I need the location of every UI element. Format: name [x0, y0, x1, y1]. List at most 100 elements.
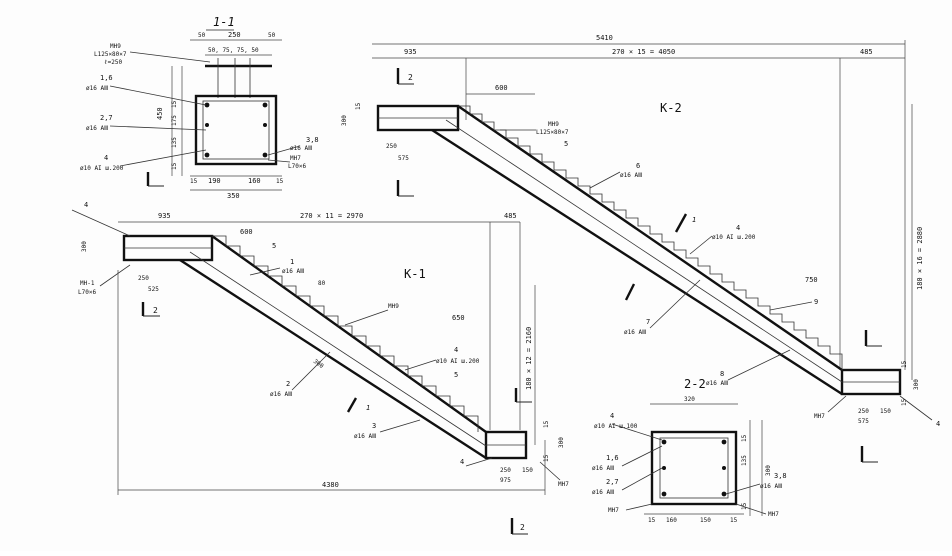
label-4-desc: ø10 AI ш.200	[80, 165, 124, 172]
k2-dim-5: 250	[858, 408, 869, 415]
label-4-num: 4	[104, 154, 108, 162]
s22-label-0-n: 4	[610, 412, 614, 420]
k1-label-13: MH7	[558, 481, 569, 488]
k1-dim-8: 80	[318, 280, 326, 287]
k1-label-3: ø16 AⅢ	[282, 268, 304, 275]
s22-dim-r-0: 15	[741, 434, 748, 442]
dim-1-1-total: 350	[227, 192, 240, 200]
k2-label-2: 5	[564, 140, 568, 148]
k1-dim-4: 650	[452, 314, 465, 322]
dim-1-1-left-1: 450	[156, 107, 164, 120]
s22-label-3-n: 3,8	[774, 472, 787, 480]
k2-dim-1: 250	[386, 143, 397, 150]
s22-dim-r-1: 135	[741, 455, 748, 466]
dim-1-1-bot-2: 160	[248, 177, 261, 185]
k2-label-9: 9	[814, 298, 818, 306]
k2-label-5: 4	[736, 224, 740, 232]
flight-k1: K-1 4380 935 270 × 11 = 2970 485 180 × 1…	[71, 201, 569, 495]
k1-dim-0: 600	[240, 228, 253, 236]
k2-dim-10: 15	[901, 398, 908, 406]
label-1-6-num: 1,6	[100, 74, 113, 82]
k2-dim-4: 750	[805, 276, 818, 284]
k2-label-6: ø10 AI ш.200	[712, 234, 756, 241]
k1-label-12: 4	[460, 458, 464, 466]
s22-dim-b-3: 15	[730, 517, 738, 524]
k1-dim-overall: 4380	[322, 481, 339, 489]
k1-dim-3: 300	[81, 241, 88, 252]
k1-dim-5: 250	[500, 467, 511, 474]
k1-dim-10: 300	[558, 437, 565, 448]
k2-title: K-2	[660, 101, 682, 115]
k1-label-5: 4	[454, 346, 458, 354]
k2-label-3: 6	[636, 162, 640, 170]
flight-k2: K-2 5410 935 270 × 15 = 4050 485 180 × 1…	[146, 34, 940, 428]
k1-dim-top-1: 270 × 11 = 2970	[300, 212, 363, 220]
k2-label-12: MH7	[814, 413, 825, 420]
label-3-8-num: 3,8	[306, 136, 319, 144]
k1-cut: 1	[366, 404, 370, 412]
dim-1-1-bot-3: 15	[276, 178, 284, 185]
k2-label-11: ø16 AⅢ	[706, 380, 728, 387]
section-2-2-dim-top: 320	[684, 396, 695, 403]
s22-label-1-n: 1,6	[606, 454, 619, 462]
k1-label-14: MH-1	[80, 280, 95, 287]
k1-label-6: ø10 AI ш.200	[436, 358, 480, 365]
s22-label-0-d: ø10 AI ш.100	[594, 423, 638, 430]
k2-dim-top-2: 485	[860, 48, 873, 56]
s22-dim-b-0: 15	[648, 517, 656, 524]
k2-cut: 1	[692, 216, 696, 224]
s22-dim-b-2: 150	[700, 517, 711, 524]
k2-dim-11: 15	[355, 102, 362, 110]
k2-label-8: ø16 AⅢ	[624, 329, 646, 336]
k1-dim-vert: 180 × 12 = 2160	[525, 327, 533, 390]
dim-1-1-top2: 50, 75, 75, 50	[208, 47, 259, 54]
k1-label-11: ø16 AⅢ	[354, 433, 376, 440]
k2-dim-top-1: 270 × 15 = 4050	[612, 48, 675, 56]
dim-1-1-left-2: 175	[171, 115, 178, 126]
label-mh9-angle: L125×80×7	[94, 51, 127, 58]
k1-label-4: MH9	[388, 303, 399, 310]
k1-label-15: L70×6	[78, 289, 96, 296]
k1-section-mark: 2	[153, 306, 158, 315]
label-2-7-num: 2,7	[100, 114, 113, 122]
section-2-2: 2-2 320 4 ø10 AI ш.100 1,6 ø16 AⅢ 2,7 ø1…	[592, 377, 878, 524]
s22-label-2-n: 2,7	[606, 478, 619, 486]
k2-label-0: MH9	[548, 121, 559, 128]
k2-dim-3: 300	[341, 115, 348, 126]
k2-dim-2: 575	[398, 155, 409, 162]
s22-dim-r-2: 300	[765, 465, 772, 476]
k1-label-0: 4	[84, 201, 88, 209]
k2-dim-6: 575	[858, 418, 869, 425]
k2-dim-vert: 180 × 16 = 2880	[916, 227, 924, 290]
label-mh9-len: ℓ=250	[104, 59, 122, 66]
label-1-6-desc: ø16 AⅢ	[86, 85, 108, 92]
k1-dim-1: 250	[138, 275, 149, 282]
k1-title: K-1	[404, 267, 426, 281]
k1-label-7: 5	[454, 371, 458, 379]
label-mh7-angle: L70×6	[288, 163, 306, 170]
dim-1-1-bot-1: 190	[208, 177, 221, 185]
k2-label-4: ø16 AⅢ	[620, 172, 642, 179]
label-mh7: MH7	[290, 155, 301, 162]
k1-label-10: 3	[372, 422, 376, 430]
k1-dim-top-2: 485	[504, 212, 517, 220]
k2-label-13: 4	[936, 420, 940, 428]
k2-dim-8: 300	[913, 379, 920, 390]
k1-dim-12: 15	[543, 454, 550, 462]
s22-mh-left: MH7	[608, 507, 619, 514]
s22-label-3-d: ø16 AⅢ	[760, 483, 782, 490]
k2-dim-9: 15	[901, 360, 908, 368]
k1-dim-2: 525	[148, 286, 159, 293]
dim-1-1-bot-0: 15	[190, 178, 198, 185]
k1-dim-6: 975	[500, 477, 511, 484]
k1-dim-top-0: 935	[158, 212, 171, 220]
section-1-1: 1-1 50 250 50 50, 75, 75, 50 15 450 175 …	[80, 15, 319, 200]
k1-label-9: ø16 AⅢ	[270, 391, 292, 398]
k2-dim-7: 150	[880, 408, 891, 415]
section-2-2-title: 2-2	[684, 377, 706, 391]
k1-label-1: 5	[272, 242, 276, 250]
dim-1-1-left-3: 135	[171, 137, 178, 148]
dim-1-1-left-0: 15	[171, 100, 178, 108]
k1-label-2: 1	[290, 258, 294, 266]
